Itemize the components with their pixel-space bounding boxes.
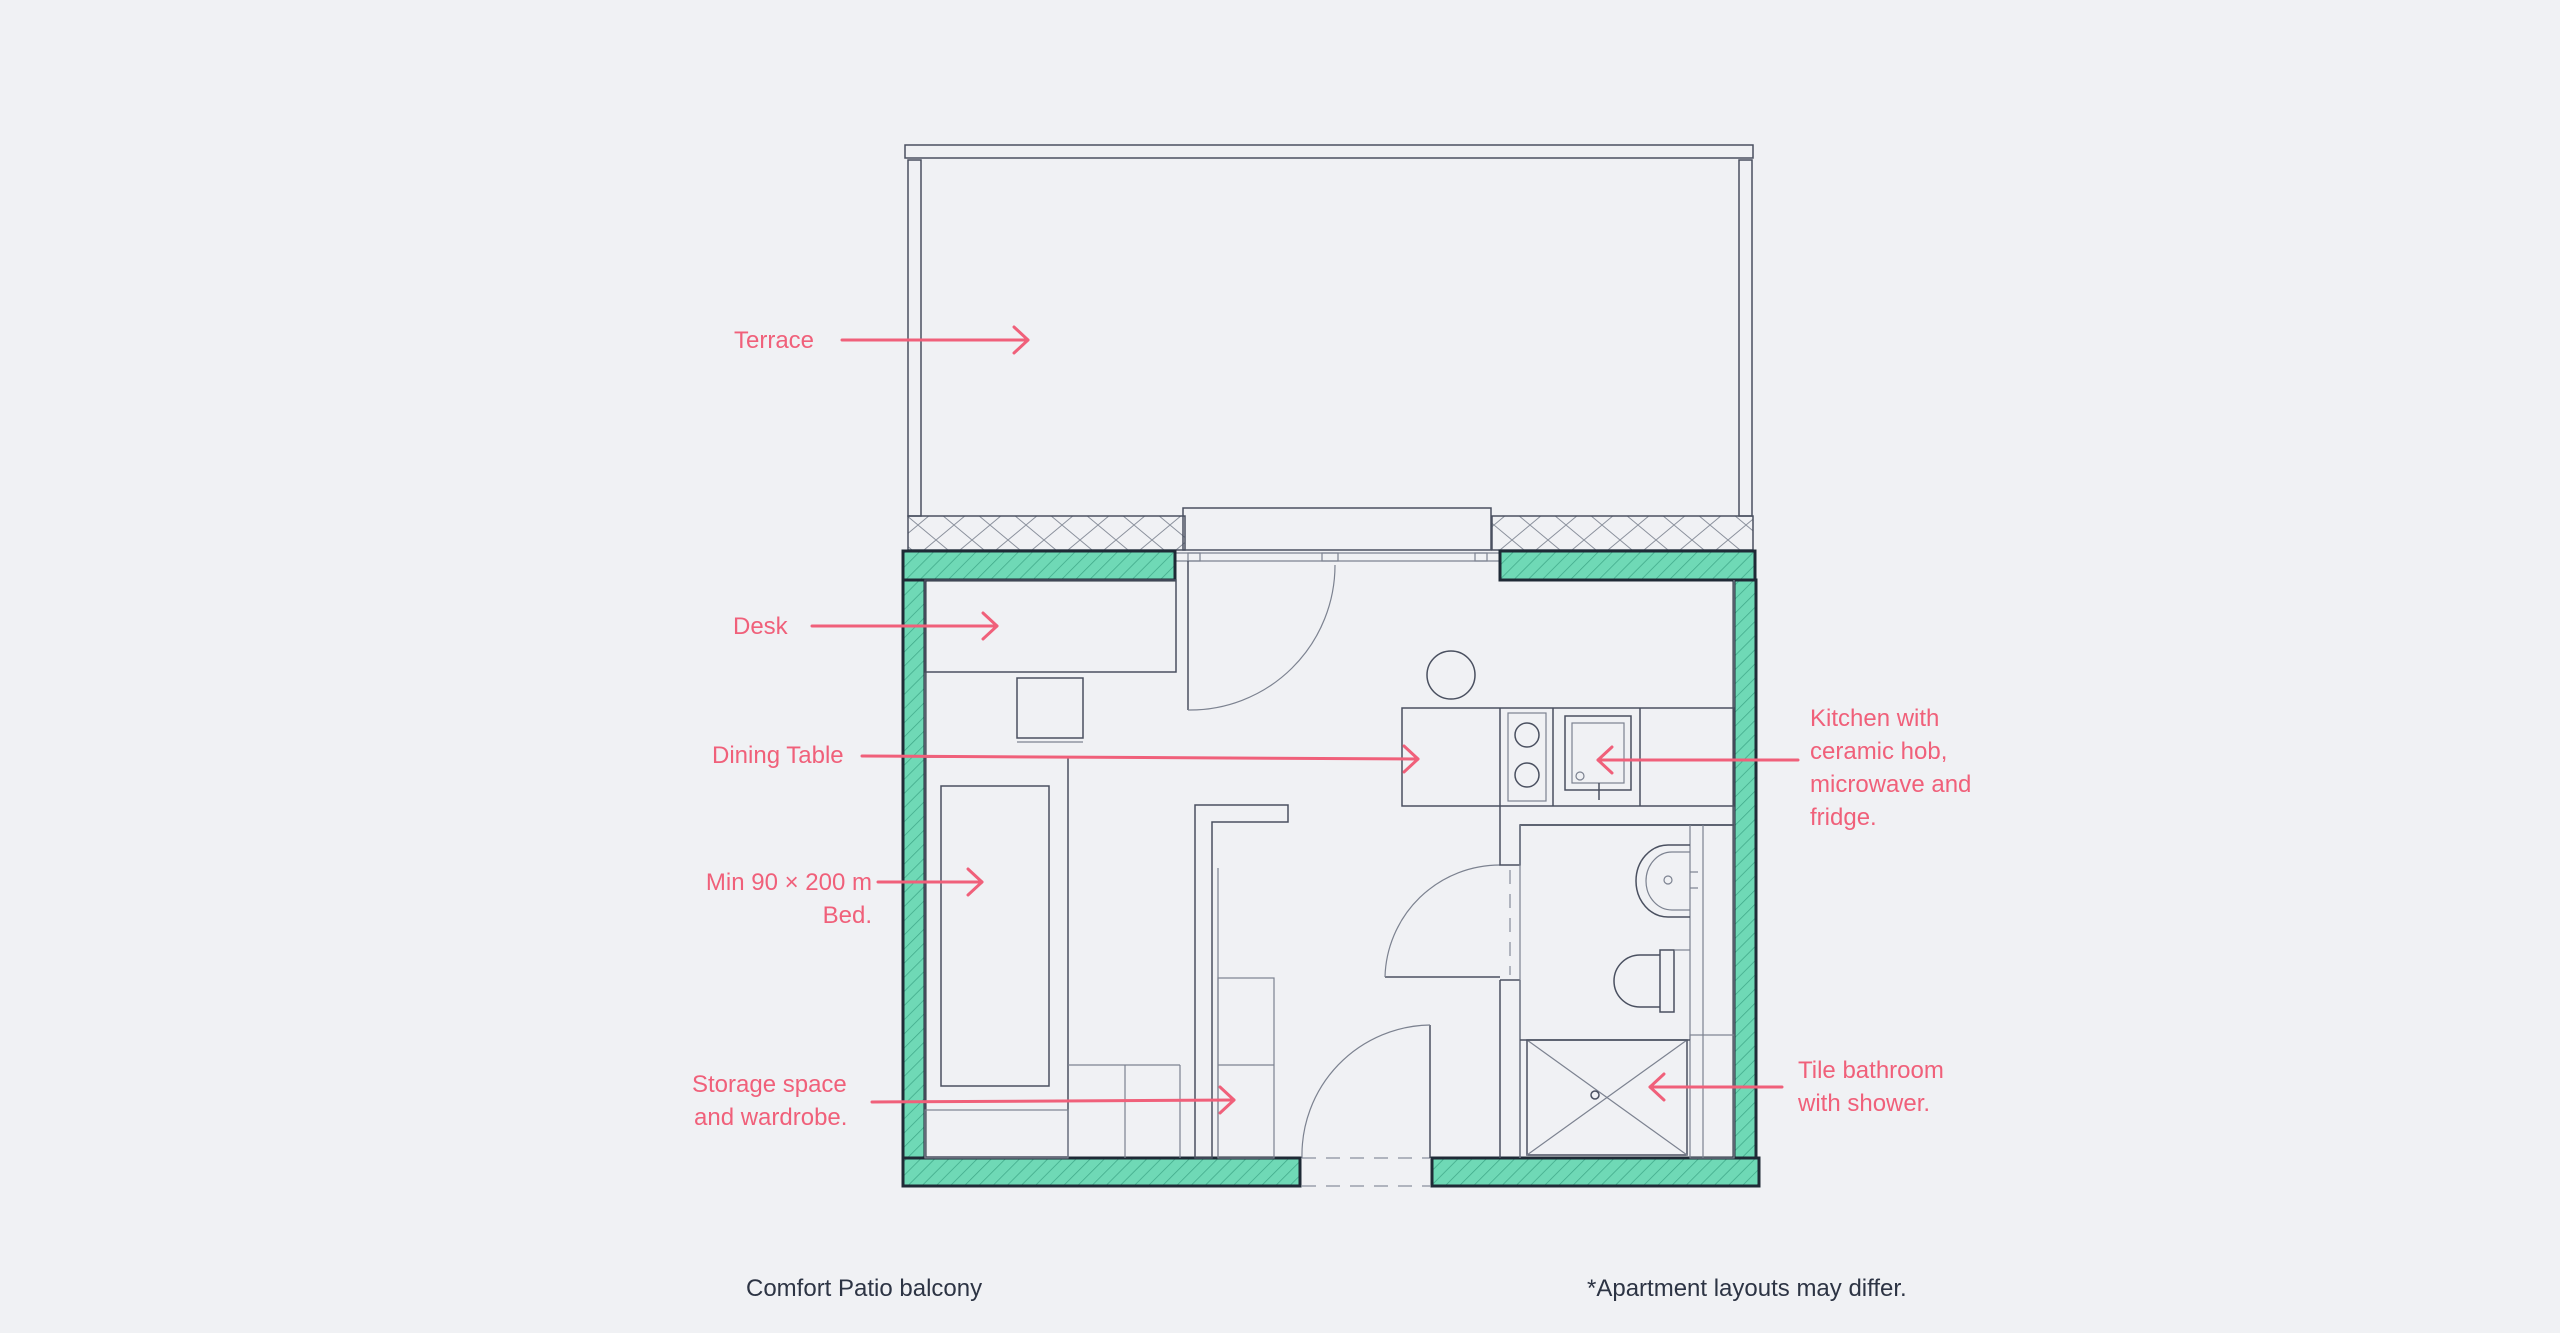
balcony-door-swing: [1187, 561, 1336, 711]
bathroom-label-line1: Tile bathroom: [1798, 1057, 1944, 1084]
layout-name-caption: Comfort Patio balcony: [746, 1275, 983, 1302]
toilet: [1613, 949, 1690, 1013]
walls: [901, 549, 1761, 1188]
kitchen-label-line2: ceramic hob,: [1810, 738, 1948, 765]
kitchen-label-line4: fridge.: [1810, 804, 1877, 831]
bathroom-arrow: [1648, 1072, 1784, 1102]
dining-table-arrow: [860, 744, 1420, 774]
bathroom-sink: [1635, 844, 1698, 918]
storage-label-line2: and wardrobe.: [694, 1104, 848, 1131]
storage-label: Storage space and wardrobe.: [692, 1068, 847, 1134]
desk-label: Desk: [733, 613, 788, 640]
terrace-arrow: [840, 325, 1030, 355]
bathroom-door-swing: [1384, 864, 1501, 978]
bathroom-label-line2: with shower.: [1798, 1090, 1931, 1117]
entrance-threshold: [1302, 1157, 1430, 1187]
stool: [1426, 650, 1476, 700]
bed-arrow: [876, 867, 984, 897]
terrace-label: Terrace: [734, 327, 815, 354]
dining-table-label: Dining Table: [712, 742, 844, 769]
kitchen-arrow: [1596, 745, 1800, 775]
kitchen-label: Kitchen with ceramic hob, microwave and …: [1810, 702, 1971, 834]
entrance-door-swing: [1301, 1024, 1431, 1159]
bed-label-line1: Min 90 × 200 m: [705, 869, 872, 896]
disclaimer-caption: *Apartment layouts may differ.: [1587, 1275, 1907, 1302]
inner-wall-lines: [924, 580, 1735, 1158]
bathroom-label: Tile bathroom with shower.: [1798, 1054, 1944, 1120]
terrace-area: [904, 144, 1754, 551]
callout-arrows: [810, 325, 1800, 1115]
kitchen-label-line3: microwave and: [1810, 771, 1972, 798]
sliding-door: [1175, 507, 1500, 562]
bed-label: Min 90 × 200 m Bed.: [660, 866, 872, 932]
desk-arrow: [810, 611, 999, 641]
kitchen-counter: [1401, 707, 1735, 807]
wardrobe: [1179, 804, 1289, 1159]
kitchen-label-line1: Kitchen with: [1810, 705, 1940, 732]
bed: [924, 756, 1180, 1159]
storage-arrow: [870, 1085, 1236, 1115]
bed-label-line2: Bed.: [822, 902, 872, 929]
storage-label-line1: Storage space: [692, 1071, 847, 1098]
desk: [924, 579, 1177, 743]
bathroom: [1499, 806, 1735, 1159]
